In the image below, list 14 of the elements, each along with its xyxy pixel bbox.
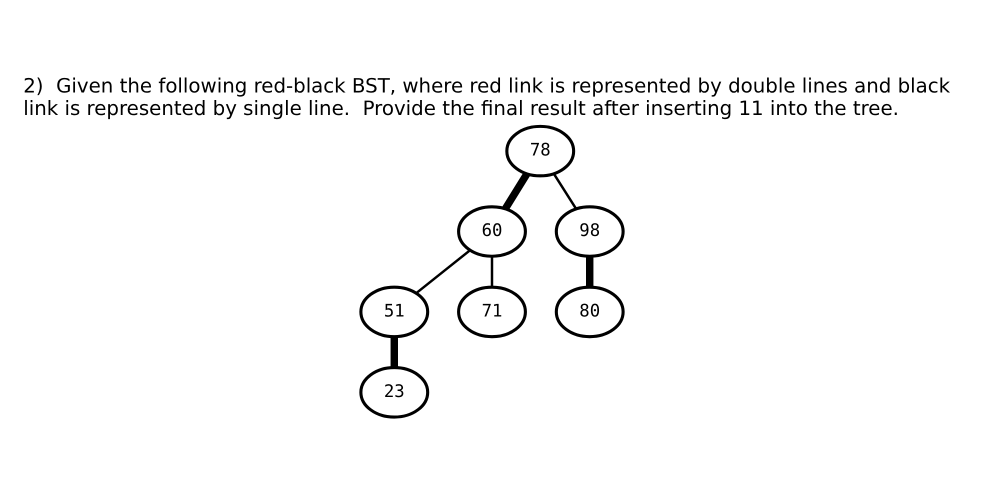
node-ellipse: 60 bbox=[457, 204, 527, 258]
connector bbox=[490, 256, 494, 287]
node-ellipse: 51 bbox=[359, 285, 430, 338]
connector bbox=[390, 336, 398, 367]
node-ellipse: 98 bbox=[554, 204, 625, 258]
node-ellipse: 71 bbox=[457, 285, 527, 338]
connector bbox=[502, 172, 530, 210]
node-ellipse: 23 bbox=[359, 366, 430, 418]
node-ellipse: 80 bbox=[554, 285, 625, 338]
connector bbox=[416, 248, 471, 294]
diagram-title: 2) Given the following red-black BST, where red link is represented by double lines and black link is represented by single line. Provide the final result after inserting 11 into the tree. bbox=[23, 74, 950, 120]
connector bbox=[586, 256, 594, 287]
connector bbox=[552, 172, 578, 209]
node-ellipse: 78 bbox=[505, 124, 576, 177]
